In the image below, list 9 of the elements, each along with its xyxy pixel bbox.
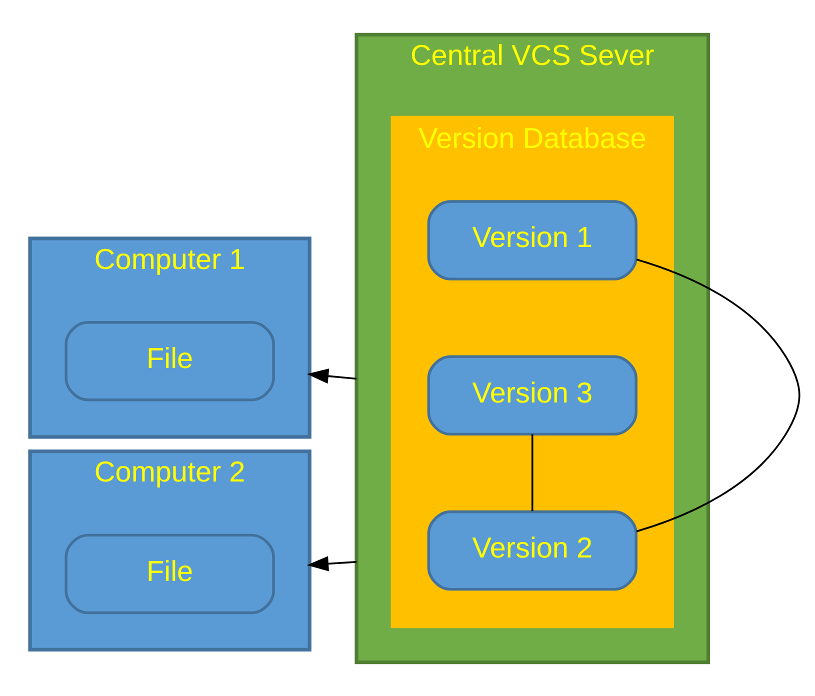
arrow: [306, 556, 357, 571]
arrow: [306, 368, 357, 384]
node-box: Version 3: [427, 354, 638, 436]
connector: [636, 258, 800, 532]
node-box: File: [64, 320, 275, 401]
node-box: File: [64, 533, 275, 614]
node-box: Version 1: [427, 200, 638, 280]
node-box: Version 2: [427, 510, 638, 590]
connector: [531, 434, 534, 511]
